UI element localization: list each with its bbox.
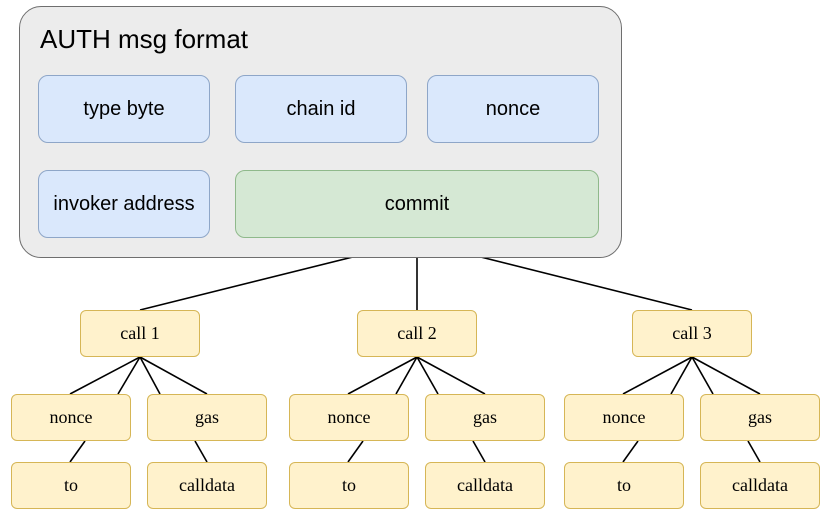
call-3-nonce: nonce bbox=[564, 394, 684, 441]
field-invoker-address: invoker address bbox=[38, 170, 210, 238]
call-1-to: to bbox=[11, 462, 131, 509]
field-nonce: nonce bbox=[427, 75, 599, 143]
edge-call-1-calldata bbox=[139, 356, 161, 395]
call-node-2: call 2 bbox=[357, 310, 477, 357]
edge-call-2-calldata bbox=[416, 356, 439, 395]
call-1-gas: gas bbox=[147, 394, 267, 441]
edge-call-2-nonce bbox=[347, 356, 418, 395]
call-2-calldata: calldata bbox=[425, 462, 545, 509]
edge-nonce-to-2 bbox=[347, 440, 364, 463]
call-node-3: call 3 bbox=[632, 310, 752, 357]
diagram-title: AUTH msg format bbox=[40, 24, 249, 54]
field-type-byte: type byte bbox=[38, 75, 210, 143]
edge-nonce-to-1 bbox=[69, 440, 86, 463]
edge-call-3-nonce bbox=[622, 356, 693, 395]
edge-call-3-to bbox=[670, 356, 693, 395]
edge-gas-calldata-2 bbox=[472, 440, 486, 463]
edge-call-3-calldata bbox=[691, 356, 714, 395]
field-chain-id: chain id bbox=[235, 75, 407, 143]
edge-gas-calldata-1 bbox=[194, 440, 208, 463]
call-3-calldata: calldata bbox=[700, 462, 820, 509]
call-3-to: to bbox=[564, 462, 684, 509]
edge-call-2-to bbox=[395, 356, 418, 395]
call-3-gas: gas bbox=[700, 394, 820, 441]
field-commit: commit bbox=[235, 170, 599, 238]
call-node-1: call 1 bbox=[80, 310, 200, 357]
call-1-nonce: nonce bbox=[11, 394, 131, 441]
edge-call-1-to bbox=[117, 356, 141, 395]
call-2-to: to bbox=[289, 462, 409, 509]
edge-gas-calldata-3 bbox=[747, 440, 761, 463]
call-1-calldata: calldata bbox=[147, 462, 267, 509]
call-2-gas: gas bbox=[425, 394, 545, 441]
call-2-nonce: nonce bbox=[289, 394, 409, 441]
edge-call-3-gas bbox=[691, 356, 761, 395]
edge-call-2-gas bbox=[416, 356, 486, 395]
edge-call-1-nonce bbox=[69, 356, 141, 395]
edge-call-1-gas bbox=[139, 356, 208, 395]
edge-nonce-to-3 bbox=[622, 440, 639, 463]
